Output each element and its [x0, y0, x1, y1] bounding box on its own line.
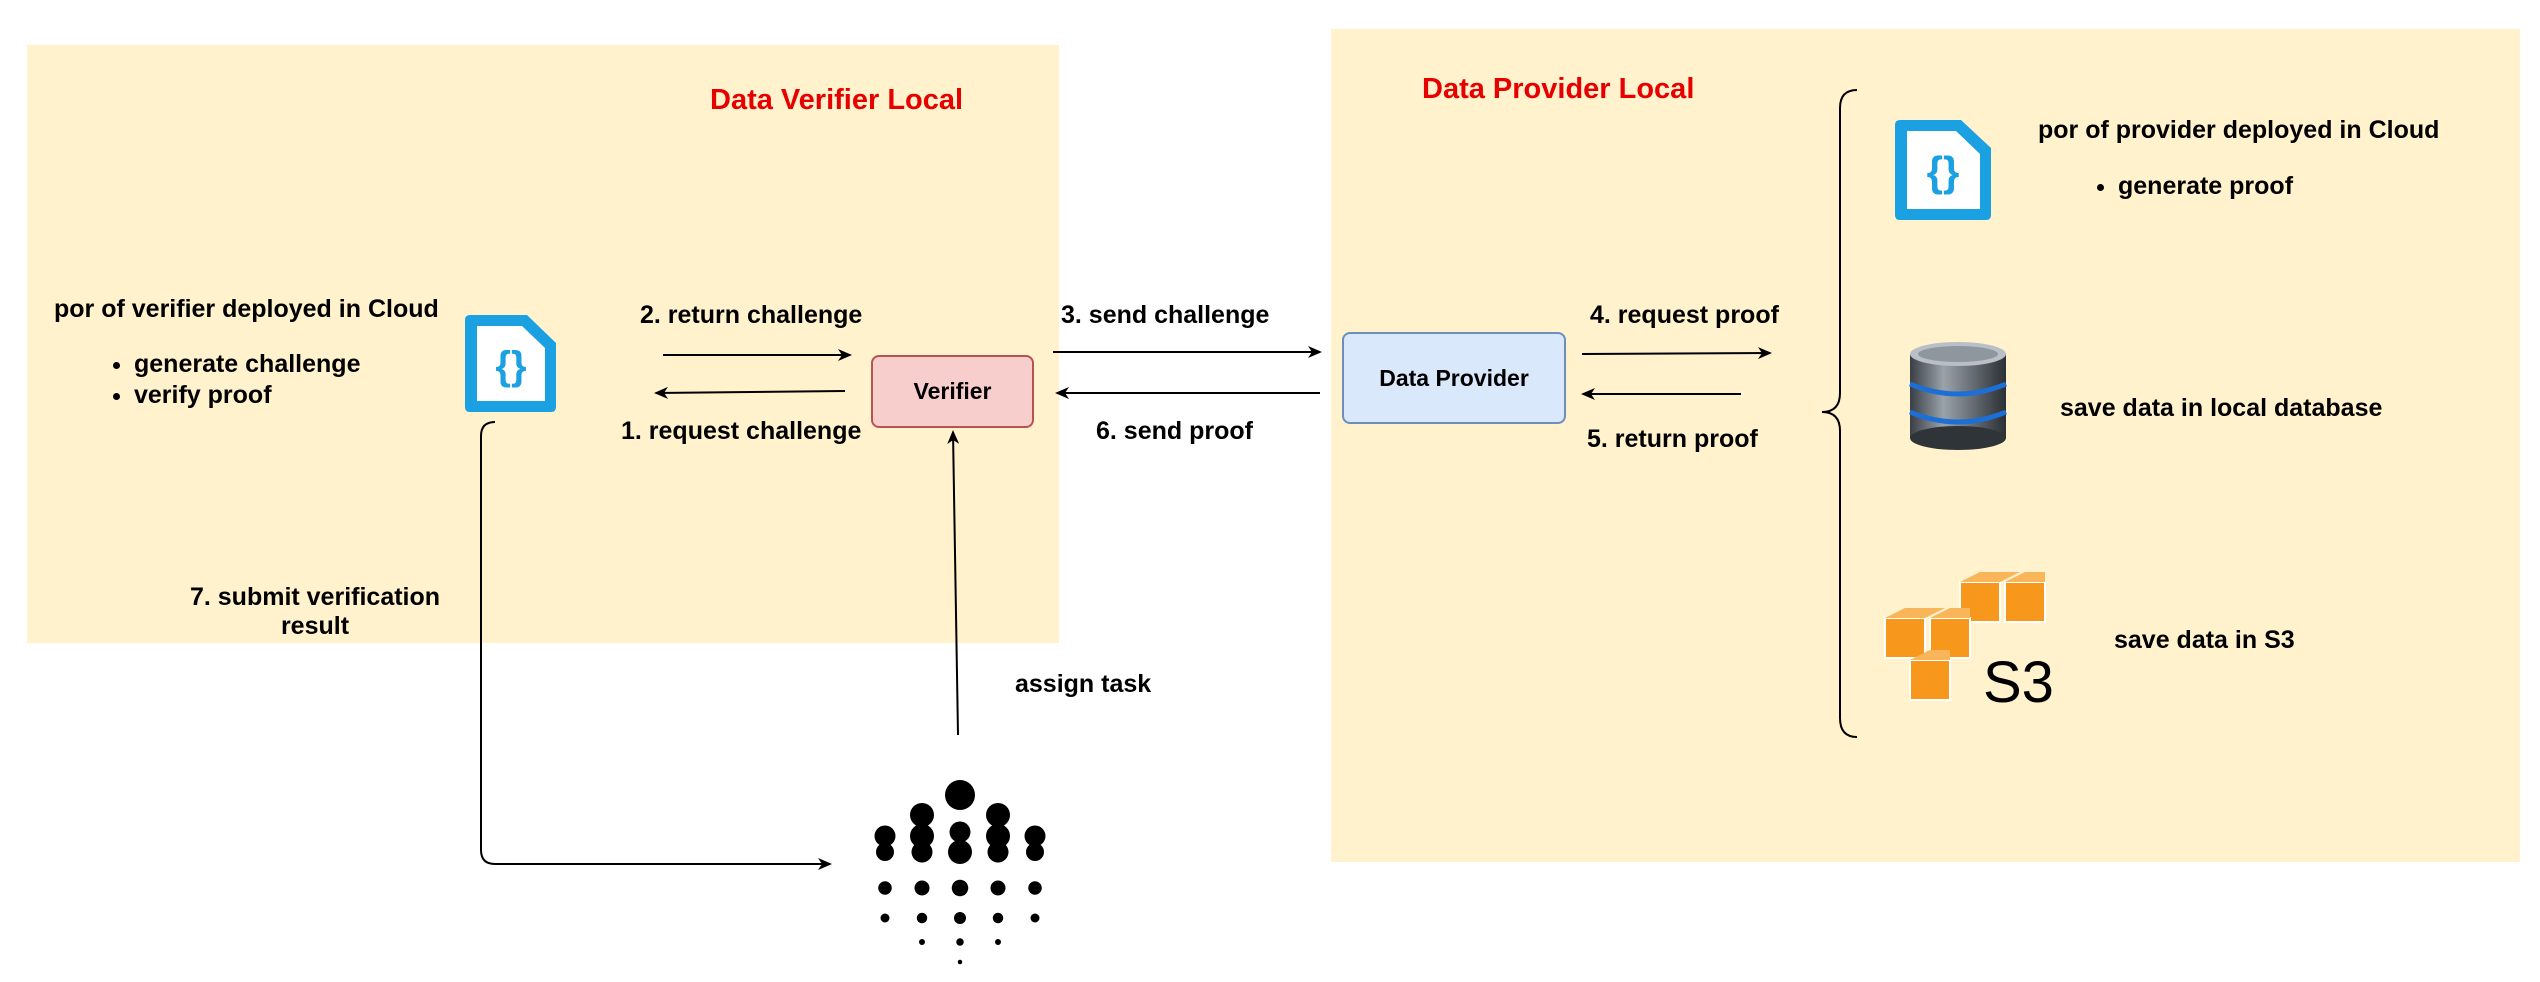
edge-label-submit-result-line1: 7. submit verification	[189, 583, 441, 611]
network-dot	[910, 824, 934, 848]
s3-cube	[2004, 572, 2046, 623]
provider-contract-bullets: generate proof	[2038, 171, 2293, 202]
edge-label-request-proof: 4. request proof	[1590, 301, 1779, 329]
network-dot	[990, 880, 1006, 896]
network-dot	[995, 939, 1001, 945]
provider-region-title: Data Provider Local	[1422, 73, 1695, 105]
network-dot	[956, 938, 964, 946]
edge-label-submit-result-line2: result	[280, 612, 350, 640]
s3-cube	[1909, 650, 1951, 701]
network-dot	[919, 939, 925, 945]
edge-label-submit-result: 7. submit verification result	[180, 583, 450, 641]
svg-text:{}: {}	[1927, 148, 1960, 195]
verifier-contract-heading: por of verifier deployed in Cloud	[54, 295, 439, 323]
network-dot	[992, 912, 1004, 924]
s3-label: save data in S3	[2114, 626, 2295, 654]
bullet-verify-proof: verify proof	[134, 380, 360, 411]
data-provider-node[interactable]: Data Provider	[1342, 332, 1566, 424]
arrow-assign-task	[947, 430, 960, 736]
s3-icon: S3	[1884, 572, 2054, 715]
bullet-generate-proof: generate proof	[2118, 171, 2293, 202]
verifier-node[interactable]: Verifier	[871, 355, 1034, 428]
verifier-region-title: Data Verifier Local	[710, 84, 964, 116]
provider-contract-heading: por of provider deployed in Cloud	[2038, 116, 2440, 144]
network-dot	[910, 803, 934, 827]
network-dot	[957, 959, 963, 965]
bullet-generate-challenge: generate challenge	[134, 349, 360, 380]
edge-label-send-challenge: 3. send challenge	[1061, 301, 1270, 329]
network-dot	[1024, 825, 1046, 847]
network-dot	[916, 912, 928, 924]
network-dot	[945, 780, 975, 810]
network-dot	[874, 825, 896, 847]
edge-label-request-challenge: 1. request challenge	[621, 417, 862, 445]
network-dot	[1028, 881, 1042, 895]
network-dot	[914, 880, 930, 896]
network-dot	[986, 824, 1010, 848]
network-dot	[1026, 843, 1044, 861]
network-dot	[951, 879, 969, 897]
network-dot	[948, 840, 972, 864]
network-dot	[878, 881, 892, 895]
network-dot	[1030, 913, 1040, 923]
arrow-request-challenge	[654, 386, 846, 399]
network-dot	[987, 841, 1009, 863]
verifier-contract-icon: {}	[465, 315, 556, 412]
network-dot	[986, 803, 1010, 827]
edge-label-return-proof: 5. return proof	[1587, 425, 1758, 453]
s3-cube	[1884, 608, 1945, 659]
database-icon	[1909, 342, 2007, 450]
curly-brace	[1821, 89, 1858, 738]
provider-contract-icon: {}	[1895, 120, 1991, 220]
arrow-request-proof	[1581, 347, 1772, 360]
edge-label-send-proof: 6. send proof	[1096, 417, 1253, 445]
database-label: save data in local database	[2060, 394, 2383, 422]
svg-text:{}: {}	[495, 344, 526, 388]
network-dot	[911, 841, 933, 863]
network-dot	[954, 912, 966, 924]
network-dot	[880, 913, 890, 923]
edge-label-assign-task: assign task	[1015, 670, 1152, 698]
arrow-submit-result	[480, 421, 832, 870]
verifier-contract-bullets: generate challenge verify proof	[54, 349, 360, 411]
network-dot	[949, 821, 971, 843]
network-dot	[876, 843, 894, 861]
network-logo-icon	[874, 780, 1046, 965]
edge-label-return-challenge: 2. return challenge	[640, 301, 863, 329]
s3-logo-text: S3	[1983, 650, 2054, 715]
